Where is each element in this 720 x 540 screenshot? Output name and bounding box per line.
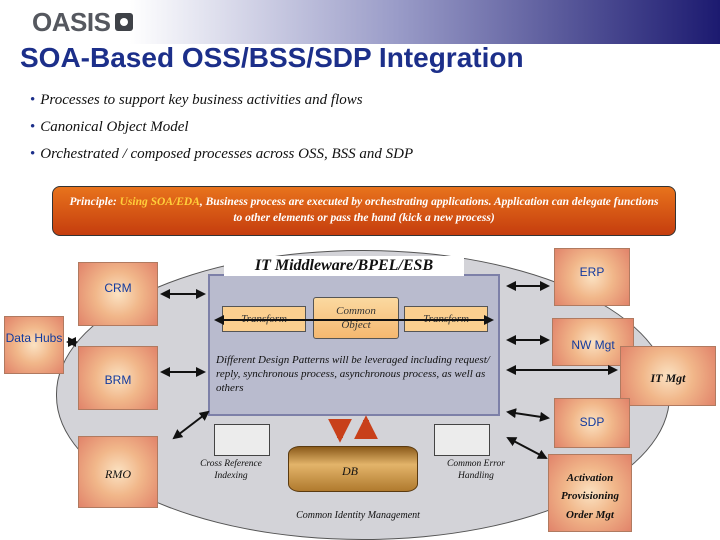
data-hubs-box: Data Hubs <box>4 316 64 374</box>
oasis-logo: OASIS <box>32 6 134 38</box>
common-object-box: Common Object <box>313 297 399 339</box>
logo-mark-icon <box>115 13 134 31</box>
provisioning-label: Provisioning <box>560 490 620 502</box>
crm-box: CRM <box>78 262 158 326</box>
activation-label: Activation <box>566 472 614 484</box>
rmo-box: RMO <box>78 436 158 508</box>
logo-text: OASIS <box>32 6 111 37</box>
erp-box: ERP <box>554 248 630 306</box>
bullet-dot-icon: • <box>30 92 36 108</box>
principle-prefix: Principle: <box>69 196 120 208</box>
brm-box: BRM <box>78 346 158 410</box>
bullet-item: •Processes to support key business activ… <box>30 92 363 108</box>
cross-reference-label: Cross Reference Indexing <box>200 459 262 481</box>
it-mgt-box: IT Mgt <box>620 346 716 406</box>
order-mgt-label: Order Mgt <box>566 509 614 521</box>
middleware-label: IT Middleware/BPEL/ESB <box>224 256 464 276</box>
bullet-dot-icon: • <box>30 146 36 162</box>
bullet-item: •Orchestrated / composed processes acros… <box>30 146 414 162</box>
database-icon <box>288 446 418 492</box>
common-identity-label: Common Identity Management <box>296 510 420 521</box>
principle-box: Principle: Using SOA/EDA, Business proce… <box>52 186 676 236</box>
bullet-item: •Canonical Object Model <box>30 119 189 135</box>
bullet-dot-icon: • <box>30 119 36 135</box>
nw-mgt-box: NW Mgt <box>552 318 634 366</box>
db-label: DB <box>342 464 358 478</box>
bullet-list: •Processes to support key business activ… <box>30 90 413 171</box>
transform-left-box: Transform <box>222 306 306 332</box>
principle-highlight: Using SOA/EDA <box>119 196 200 208</box>
common-error-label: Common Error Handling <box>447 459 505 481</box>
error-handling-doc-icon <box>434 424 490 456</box>
sdp-box: SDP <box>554 398 630 448</box>
fulfillment-box <box>548 454 632 532</box>
slide-title: SOA-Based OSS/BSS/SDP Integration <box>20 42 524 73</box>
cross-reference-doc-icon <box>214 424 270 456</box>
design-patterns-text: Different Design Patterns will be levera… <box>216 354 490 394</box>
principle-text: , Business process are executed by orche… <box>199 196 659 224</box>
transform-right-box: Transform <box>404 306 488 332</box>
